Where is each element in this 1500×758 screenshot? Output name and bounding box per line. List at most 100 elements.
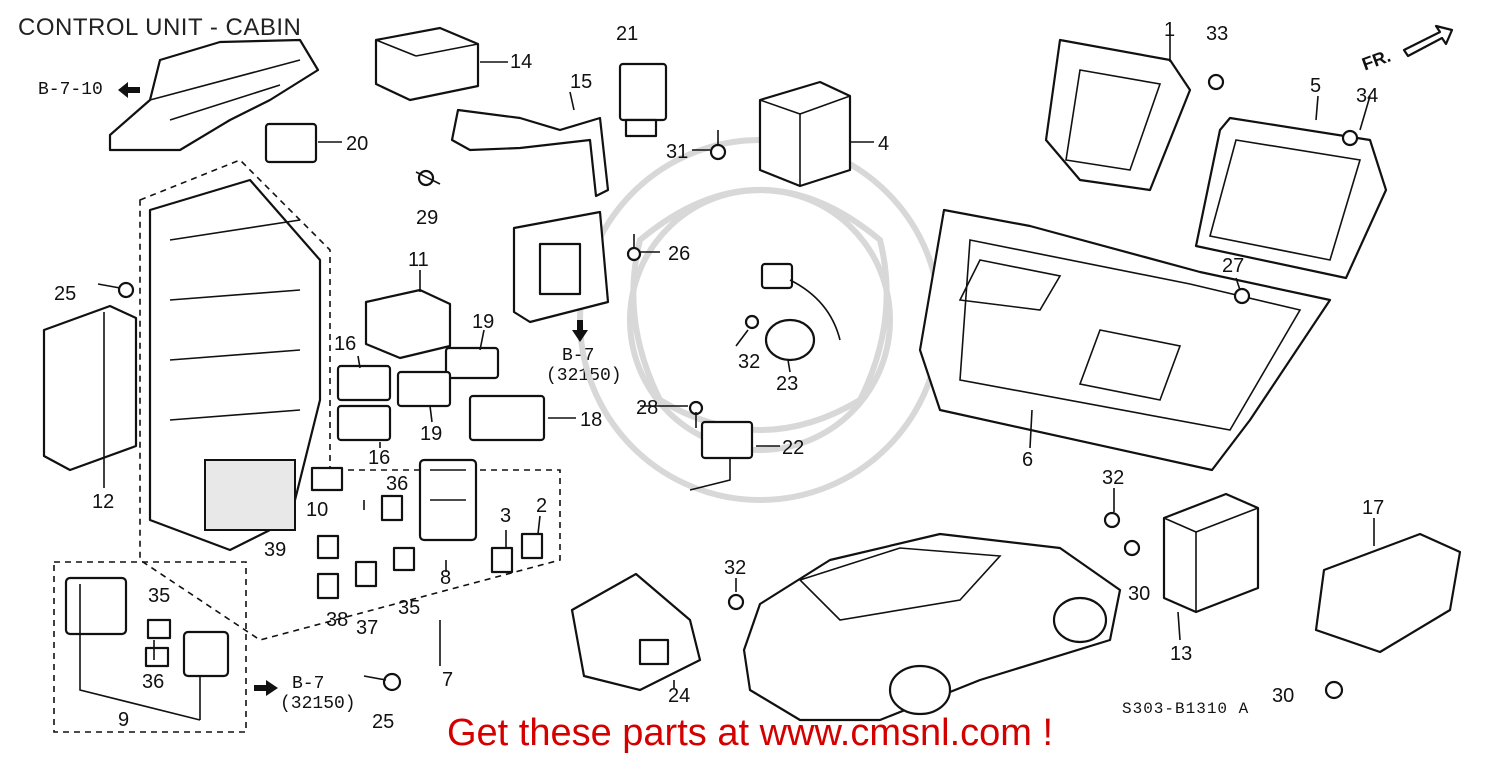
label-17: 17 — [1362, 497, 1384, 519]
title: CONTROL UNIT - CABIN — [18, 14, 302, 41]
fuse-3 — [490, 546, 514, 574]
label-8: 8 — [440, 567, 451, 589]
label-16b: 16 — [368, 447, 390, 469]
label-15: 15 — [570, 71, 592, 93]
label-32a: 32 — [738, 351, 760, 373]
label-7: 7 — [442, 669, 453, 691]
label-32c: 32 — [724, 557, 746, 579]
connector-bracket — [108, 38, 320, 152]
bolt-30a — [1123, 539, 1141, 557]
label-37: 37 — [356, 617, 378, 639]
label-6: 6 — [1022, 449, 1033, 471]
label-33: 33 — [1206, 23, 1228, 45]
label-39: 39 — [264, 539, 286, 561]
label-36a: 36 — [386, 473, 408, 495]
car-outline — [742, 532, 1122, 722]
fuse-2 — [520, 532, 544, 560]
relay-22 — [689, 420, 754, 491]
nut-32c — [727, 593, 745, 611]
label-21: 21 — [616, 23, 638, 45]
nut-32a — [744, 314, 760, 330]
fuse-36a — [380, 494, 404, 522]
label-30b: 30 — [1272, 685, 1294, 707]
relay-20 — [264, 122, 318, 164]
kit-9 — [53, 561, 247, 733]
diagram-code: S303-B1310 A — [1122, 700, 1250, 718]
label-38: 38 — [326, 609, 348, 631]
module-4 — [758, 80, 852, 188]
label-10: 10 — [306, 499, 328, 521]
relay-18 — [468, 394, 546, 442]
arrow-down-icon — [572, 320, 588, 342]
label-9: 9 — [118, 709, 129, 731]
label-16a: 16 — [334, 333, 356, 355]
module-14 — [374, 26, 480, 102]
label-24: 24 — [668, 685, 690, 707]
label-27: 27 — [1222, 255, 1244, 277]
label-26: 26 — [668, 243, 690, 265]
fuse-39 — [316, 534, 340, 560]
label-35b: 35 — [148, 585, 170, 607]
bolt-25a — [97, 281, 135, 299]
fuse-37 — [354, 560, 378, 588]
fuse-box-7 — [139, 159, 561, 641]
label-19a: 19 — [472, 311, 494, 333]
label-36b: 36 — [142, 671, 164, 693]
cover-12 — [42, 304, 138, 472]
arrow-right-icon — [254, 680, 278, 696]
ref-center-code: (32150) — [546, 366, 622, 386]
bolt-28 — [688, 400, 704, 428]
module-11 — [364, 288, 452, 360]
fr-arrow-icon — [1402, 24, 1454, 58]
fuse-38 — [316, 572, 340, 600]
tray-6 — [918, 208, 1332, 472]
bolt-25b — [363, 672, 402, 692]
relay-21 — [618, 62, 668, 138]
arrow-left-icon — [118, 82, 140, 98]
label-4: 4 — [878, 133, 889, 155]
frame-5 — [1194, 116, 1388, 280]
ref-top-left: B-7-10 — [38, 80, 103, 100]
bolt-31 — [709, 130, 727, 161]
leader-lines — [79, 36, 1375, 721]
label-23: 23 — [776, 373, 798, 395]
relay-19a — [444, 346, 500, 380]
label-13: 13 — [1170, 643, 1192, 665]
label-18: 18 — [580, 409, 602, 431]
nut-32b — [1103, 511, 1121, 529]
fuse-10 — [310, 466, 344, 492]
bracket-1 — [1044, 38, 1192, 192]
label-22: 22 — [782, 437, 804, 459]
label-19b: 19 — [420, 423, 442, 445]
label-32b: 32 — [1102, 467, 1124, 489]
label-1: 1 — [1164, 19, 1175, 41]
bracket-26 — [512, 210, 610, 324]
bolt-34 — [1341, 129, 1359, 147]
label-3: 3 — [500, 505, 511, 527]
label-28: 28 — [636, 397, 658, 419]
sensor-23 — [760, 262, 841, 362]
bracket-24 — [570, 572, 702, 692]
footer-link[interactable]: Get these parts at www.cmsnl.com ! — [446, 712, 1054, 754]
relay-16b — [336, 404, 392, 442]
label-12: 12 — [92, 491, 114, 513]
label-20: 20 — [346, 133, 368, 155]
module-13 — [1162, 492, 1260, 614]
label-2: 2 — [536, 495, 547, 517]
label-25b: 25 — [372, 711, 394, 733]
label-14: 14 — [510, 51, 532, 73]
label-30a: 30 — [1128, 583, 1150, 605]
relay-19b — [396, 370, 452, 408]
relay-16a — [336, 364, 392, 402]
bolt-27 — [1233, 287, 1251, 305]
module-17 — [1314, 532, 1462, 654]
bracket-15 — [450, 108, 610, 198]
label-35a: 35 — [398, 597, 420, 619]
label-34: 34 — [1356, 85, 1378, 107]
ref-bottom-page: B-7 — [292, 674, 325, 694]
label-31: 31 — [666, 141, 688, 163]
label-25a: 25 — [54, 283, 76, 305]
ref-bottom-code: (32150) — [280, 694, 356, 714]
label-5: 5 — [1310, 75, 1321, 97]
